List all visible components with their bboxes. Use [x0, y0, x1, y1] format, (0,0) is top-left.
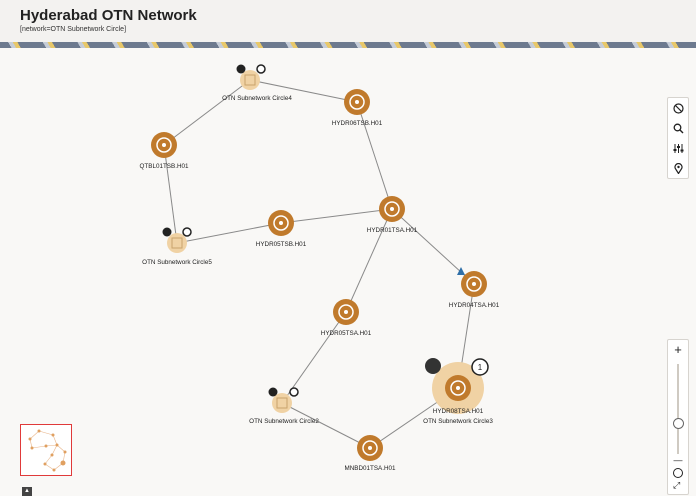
location-pin-icon[interactable] [668, 158, 688, 178]
page-header: Hyderabad OTN Network [network=OTN Subne… [0, 0, 696, 43]
subnetwork-circle5[interactable] [162, 227, 192, 254]
status-ring-icon [182, 227, 192, 237]
status-ring-icon [256, 64, 266, 74]
node-label: OTN Subnetwork Circle2 [249, 418, 319, 425]
status-ring-icon [289, 387, 299, 397]
page-title: Hyderabad OTN Network [20, 7, 197, 24]
network-canvas[interactable] [0, 48, 696, 496]
page-subtitle: [network=OTN Subnetwork Circle] [20, 26, 127, 33]
expand-icon[interactable]: ⤢ [673, 480, 681, 490]
node-label: HYDR06TSB.H01 [331, 120, 383, 127]
node-label: HYDR08TSA.H01 [432, 408, 484, 415]
link[interactable] [345, 208, 393, 313]
router-hydr05tsb[interactable] [268, 210, 294, 236]
link[interactable] [281, 402, 371, 449]
node-label: HYDR05TSA.H01 [320, 330, 372, 337]
link[interactable] [176, 222, 282, 244]
link[interactable] [163, 144, 178, 244]
link[interactable] [249, 79, 358, 103]
cloud-icon [236, 64, 246, 74]
zoom-control: + — ⤢ [667, 339, 689, 495]
node-label: HYDR01TSA.H01 [366, 227, 418, 234]
node-label: MNBD01TSA.H01 [344, 465, 396, 472]
fit-view-icon[interactable] [673, 468, 683, 478]
collapse-minimap-button[interactable]: ▲ [22, 487, 32, 496]
node-label: OTN Subnetwork Circle4 [222, 95, 292, 102]
header-banner [0, 42, 696, 48]
router-hydr04tsa[interactable] [457, 267, 487, 297]
subnetwork-circle2[interactable] [268, 387, 299, 414]
router-hydr06tsb[interactable] [344, 89, 370, 115]
node-label: QTBL01TSB.H01 [139, 163, 189, 170]
zoom-out-button[interactable]: — [673, 455, 683, 465]
filter-sliders-icon[interactable] [668, 138, 688, 158]
node-label: HYDR04TSA.H01 [448, 302, 500, 309]
node-label: HYDR05TSB.H01 [255, 241, 307, 248]
warning-triangle-icon [457, 267, 465, 275]
link[interactable] [356, 101, 393, 210]
zoom-slider-track[interactable] [677, 364, 679, 454]
search-icon[interactable] [668, 118, 688, 138]
minimap-graph [28, 429, 67, 472]
link[interactable] [163, 79, 251, 146]
minimap[interactable] [20, 424, 72, 476]
link[interactable] [280, 208, 393, 224]
router-qtbl01tsb[interactable] [151, 132, 177, 158]
cloud-icon [425, 358, 441, 374]
node-label: OTN Subnetwork Circle5 [142, 259, 212, 266]
count-badge [471, 358, 489, 376]
cloud-icon [162, 227, 172, 237]
view-toolbar [667, 97, 689, 179]
router-mnbd01tsa[interactable] [357, 435, 383, 461]
count-badge-text: 1 [478, 363, 483, 372]
router-hydr05tsa[interactable] [333, 299, 359, 325]
node-label: OTN Subnetwork Circle3 [423, 418, 493, 425]
router-hydr01tsa[interactable] [379, 196, 405, 222]
zoom-slider-thumb[interactable] [673, 418, 684, 429]
subnetwork-circle3[interactable]: 1 [425, 358, 489, 414]
subnetwork-circle4[interactable] [236, 64, 266, 91]
clock-icon[interactable] [668, 98, 688, 118]
zoom-in-button[interactable]: + [674, 342, 682, 357]
cloud-icon [268, 387, 278, 397]
